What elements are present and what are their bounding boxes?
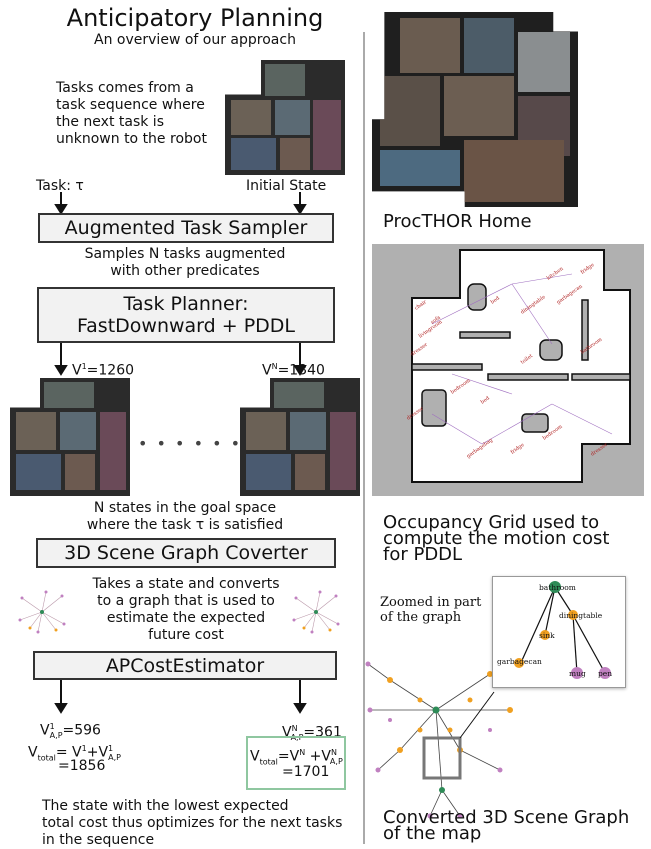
augmented-task-sampler-box: Augmented Task Sampler	[38, 213, 334, 243]
svg-text:bed: bed	[490, 295, 502, 306]
intro-text: Tasks comes from a task sequence where t…	[56, 80, 207, 147]
right-total-value: =1701	[282, 764, 330, 780]
scene-graph-converter-box: 3D Scene Graph Coverter	[36, 538, 336, 568]
v1-cost: V1=1260	[72, 362, 135, 379]
ap-cost-estimator-box: APCostEstimator	[33, 651, 337, 680]
scene-graph-label: Converted 3D Scene Graph of the map	[383, 807, 630, 844]
initial-state-image	[225, 60, 345, 175]
svg-text:sink: sink	[539, 631, 555, 640]
page-title: Anticipatory Planning	[66, 4, 324, 32]
zoomed-graph: bathroom diningtable sink garbagecan mug…	[497, 581, 612, 679]
graph-thumbnail-left	[18, 590, 66, 634]
svg-text:bed: bed	[480, 395, 492, 406]
graph-thumbnail-right	[292, 590, 340, 634]
svg-text:garbagecan: garbagecan	[497, 657, 542, 666]
page-subtitle: An overview of our approach	[94, 32, 296, 48]
scene-graph-overview	[365, 653, 523, 819]
procthor-label: ProcTHOR Home	[383, 211, 532, 232]
task-planner-box: Task Planner: FastDownward + PDDL	[37, 287, 335, 343]
zoom-label: Zoomed in part of the graph	[380, 595, 482, 625]
converter-description: Takes a state and converts to a graph th…	[92, 576, 280, 643]
best-result-highlight	[246, 736, 346, 790]
occupancy-label: Occupancy Grid used to compute the motio…	[383, 512, 610, 565]
procthor-home-image	[372, 12, 578, 207]
sampler-description: Samples N tasks augmented with other pre…	[84, 246, 286, 279]
vn-cost: VN=1340	[262, 362, 325, 379]
left-v-total: Vtotal= V1+V1A,P	[28, 744, 121, 763]
goal-space-description: N states in the goal space where the tas…	[86, 500, 284, 533]
task-label: Task: τ	[36, 178, 84, 194]
svg-text:pen: pen	[598, 669, 612, 678]
occupancy-grid: chair sofa livingroom bed dresser kitche…	[372, 244, 644, 496]
left-v-ap: V1A,P=596	[40, 722, 101, 741]
svg-text:sofa: sofa	[430, 315, 442, 326]
left-total-value: =1856	[58, 758, 106, 774]
svg-text:bathroom: bathroom	[539, 583, 576, 592]
svg-text:diningtable: diningtable	[559, 611, 603, 620]
initial-state-label: Initial State	[246, 178, 327, 194]
ellipsis: • • • • • •	[138, 434, 243, 453]
column-divider	[363, 32, 365, 844]
left-arrows	[54, 192, 307, 714]
svg-text:mug: mug	[569, 669, 586, 678]
zoomed-graph-inset: bathroom diningtable sink garbagecan mug…	[492, 576, 626, 688]
right-v-total: Vtotal=VN +VNA,P	[250, 748, 343, 767]
conclusion-text: The state with the lowest expected total…	[42, 798, 343, 848]
